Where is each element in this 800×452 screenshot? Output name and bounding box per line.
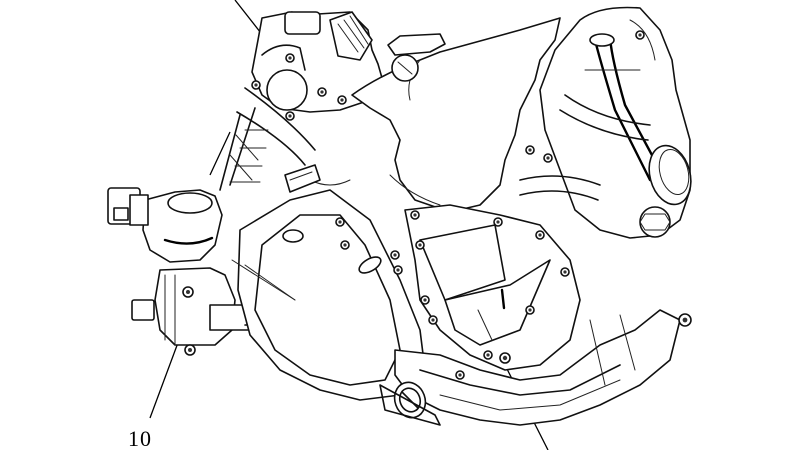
oil-filler-cap (379, 370, 465, 426)
crankcase (404, 204, 581, 371)
intake-plenum (351, 17, 561, 213)
fuel-pump-assembly (131, 267, 289, 356)
oil-filter (639, 144, 692, 238)
throttle-body-left (107, 187, 223, 263)
reference-numeral-10: 10 (128, 426, 152, 451)
throttle-body-upper (251, 11, 383, 121)
oil-pan (394, 309, 692, 426)
cylinder-head-cover (231, 179, 426, 401)
intake-runner (219, 87, 316, 191)
breather-detail (284, 164, 321, 193)
leader-mid (209, 131, 231, 176)
